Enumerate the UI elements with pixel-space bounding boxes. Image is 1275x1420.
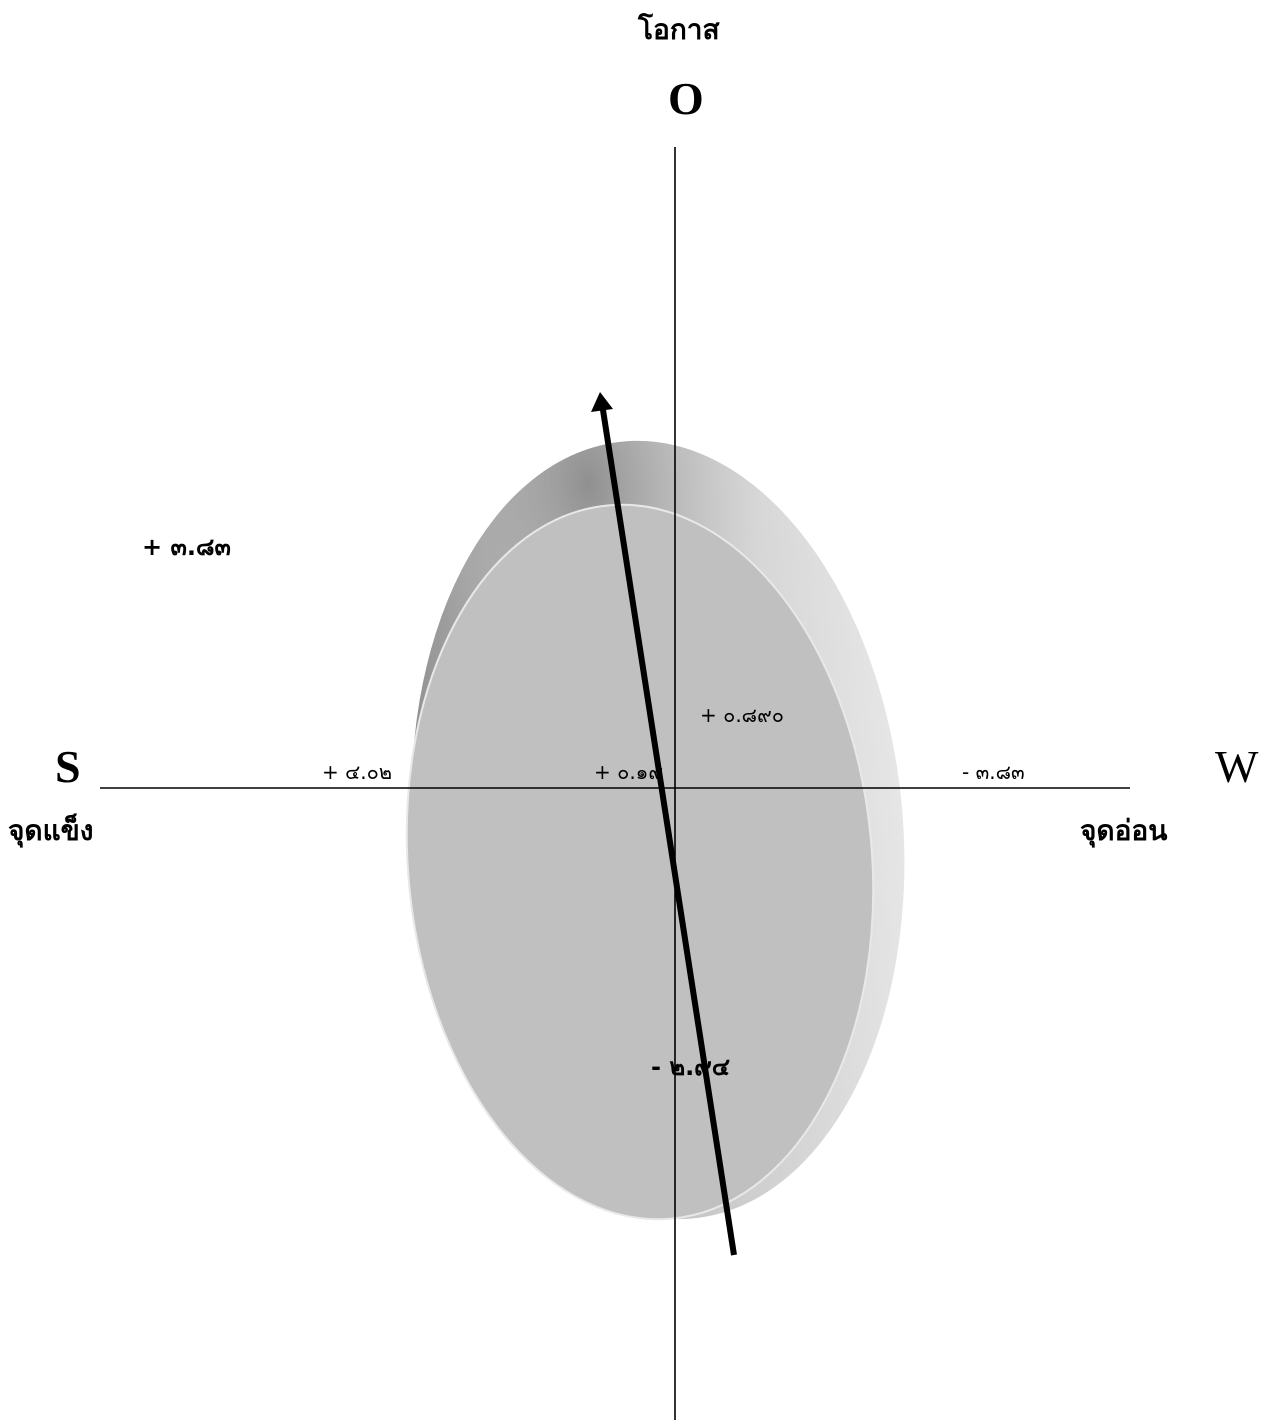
value-center: + ๐.๑๙ <box>594 760 664 784</box>
weakness-letter: W <box>1215 741 1259 792</box>
value-strength-axis: + ๔.๐๒ <box>322 760 392 784</box>
arrow-head <box>591 392 613 412</box>
ellipse-disk <box>405 440 905 1221</box>
value-weakness-axis: - ๓.๘๓ <box>962 760 1025 784</box>
ellipse-face <box>405 503 875 1221</box>
value-lower: - ๒.๙๔ <box>651 1053 730 1081</box>
weakness-caption: จุดอ่อน <box>1080 814 1168 847</box>
value-upper-left: + ๓.๘๓ <box>142 533 231 561</box>
strength-letter: S <box>55 741 81 792</box>
opportunity-caption: โอกาส <box>638 13 720 46</box>
value-inner-right: + ๐.๘๙๐ <box>700 703 784 727</box>
strategy-arrow <box>591 392 737 1256</box>
strength-caption: จุดแข็ง <box>8 814 94 847</box>
opportunity-letter: O <box>668 73 704 124</box>
arrow-shaft <box>600 409 737 1256</box>
